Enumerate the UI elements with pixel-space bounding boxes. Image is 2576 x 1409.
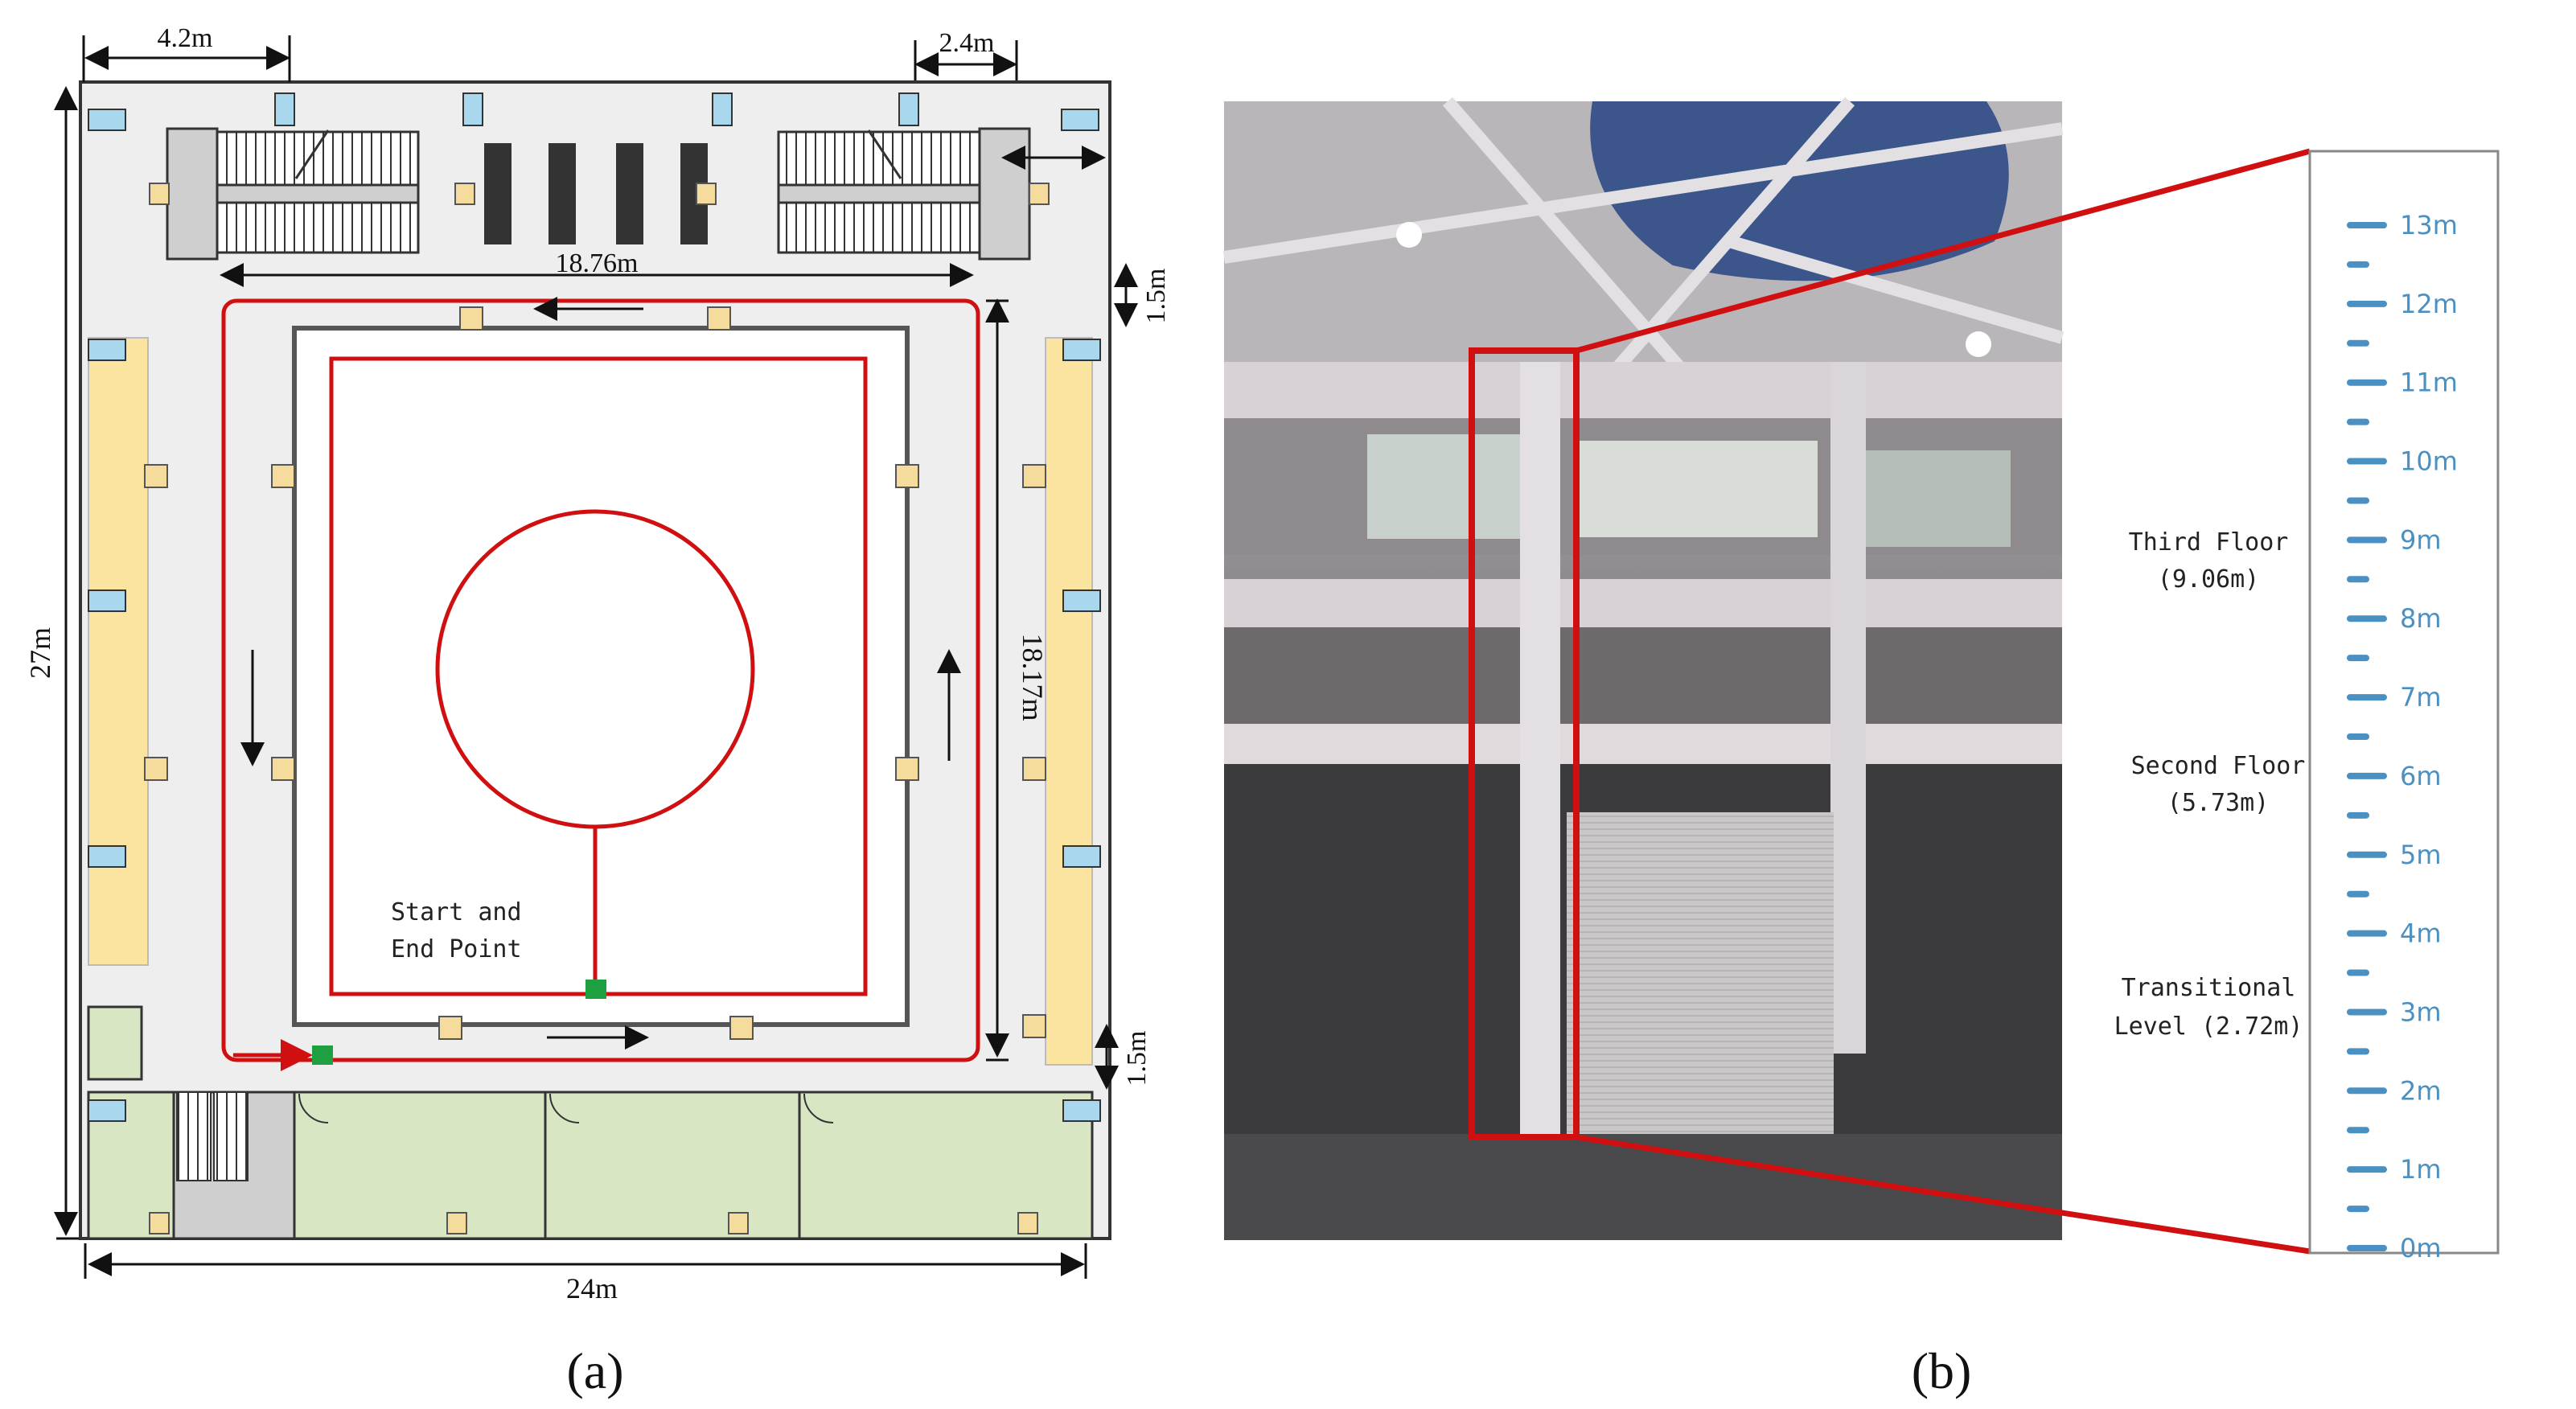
column-2 xyxy=(1830,362,1866,1054)
dim-total-width: 24m xyxy=(566,1272,618,1304)
minor-tick xyxy=(2347,890,2369,898)
minor-tick xyxy=(2347,497,2369,504)
column-1 xyxy=(1520,362,1560,1134)
dim-total-height: 27m xyxy=(24,627,56,679)
dim-corridor-bottom: 1.5m xyxy=(1122,1031,1152,1087)
tick-label: 7m xyxy=(2400,682,2442,713)
tick-label: 2m xyxy=(2400,1075,2442,1106)
major-tick xyxy=(2347,1245,2387,1251)
ceiling-dome xyxy=(1590,101,2009,281)
tick-group: 13m 12m 11m 10m 9m 8m 7m 6m 5m 4m 3m 2m 1m 0m xyxy=(2347,210,2458,1263)
minor-tick xyxy=(2347,261,2369,268)
highlight-box xyxy=(1469,347,1580,1140)
dim-inner-width: 18.76m xyxy=(556,249,639,278)
elevator-3 xyxy=(616,143,643,244)
level-third-value: (9.06m) xyxy=(2158,565,2259,594)
zoom-line-bottom xyxy=(1576,1134,2311,1255)
dim-inner-height: 18.17m xyxy=(1017,633,1049,721)
major-tick xyxy=(2347,851,2387,858)
major-tick xyxy=(2347,222,2387,228)
photo-floor xyxy=(1224,1134,2062,1240)
start-label-line2: End Point xyxy=(391,935,522,963)
major-tick xyxy=(2347,458,2387,465)
major-tick xyxy=(2347,694,2387,701)
minor-tick xyxy=(2347,1127,2369,1134)
start-marker-inner xyxy=(585,980,606,999)
blue-markers xyxy=(88,92,1101,1122)
stair-top-left xyxy=(166,127,420,261)
minor-tick xyxy=(2347,655,2369,662)
major-tick xyxy=(2347,300,2387,307)
start-label-line1: Start and xyxy=(391,898,522,926)
minor-tick xyxy=(2347,733,2369,740)
atrium-photo xyxy=(1222,97,2311,1255)
major-tick xyxy=(2347,772,2387,779)
direction-arrows xyxy=(240,297,961,1050)
light-1 xyxy=(1396,222,1422,248)
tick-label: 0m xyxy=(2400,1233,2442,1263)
tick-label: 5m xyxy=(2400,840,2442,870)
tick-label: 8m xyxy=(2400,603,2442,634)
panel-label-a: (a) xyxy=(566,1342,623,1399)
tick-label: 11m xyxy=(2400,368,2458,398)
light-2 xyxy=(1966,331,1991,357)
level-transitional-value: Level (2.72m) xyxy=(2114,1013,2303,1041)
level-second-value: (5.73m) xyxy=(2167,789,2269,817)
slab-transitional xyxy=(1224,724,2062,764)
slab-third xyxy=(1224,362,2062,418)
major-tick xyxy=(2347,1008,2387,1016)
major-tick xyxy=(2347,536,2387,544)
minor-tick xyxy=(2347,418,2369,425)
minor-tick xyxy=(2347,1048,2369,1055)
dim-stair-offset-left: 4.2m xyxy=(158,23,213,53)
atrium-outline xyxy=(292,326,910,1027)
bottom-rooms xyxy=(87,1005,1094,1240)
height-scale: 13m 12m 11m 10m 9m 8m 7m 6m 5m 4m 3m 2m 1m 0m Third F… xyxy=(2114,150,2500,1263)
elevator-1 xyxy=(484,143,512,244)
dimension-lines xyxy=(54,35,1138,1279)
major-tick xyxy=(2347,1166,2387,1173)
minor-tick xyxy=(2347,339,2369,347)
zoom-line-top xyxy=(1576,148,2311,354)
tick-label: 9m xyxy=(2400,524,2442,555)
minor-tick xyxy=(2347,811,2369,819)
stair-top-right xyxy=(777,127,1031,261)
tick-label: 13m xyxy=(2400,210,2458,240)
outer-loop-path xyxy=(221,298,980,1062)
tick-label: 6m xyxy=(2400,761,2442,791)
tick-label: 1m xyxy=(2400,1154,2442,1185)
tick-label: 3m xyxy=(2400,996,2442,1027)
yellow-zone-right xyxy=(1045,337,1093,1066)
minor-tick xyxy=(2347,1206,2369,1213)
dim-corridor-top: 1.5m xyxy=(1141,269,1171,324)
tick-label: 4m xyxy=(2400,918,2442,949)
major-tick xyxy=(2347,1087,2387,1095)
slab-second xyxy=(1224,579,2062,627)
dim-stair-offset-right: 2.4m xyxy=(939,28,995,58)
start-marker-outer xyxy=(312,1045,333,1065)
level-second-name: Second Floor xyxy=(2131,752,2306,780)
scale-box xyxy=(2308,150,2500,1255)
elevator-2 xyxy=(548,143,576,244)
panel-label-b: (b) xyxy=(1912,1342,1972,1399)
tan-markers xyxy=(144,183,1050,1234)
level-transitional-name: Transitional xyxy=(2122,974,2296,1002)
major-tick xyxy=(2347,930,2387,937)
major-tick xyxy=(2347,379,2387,386)
minor-tick xyxy=(2347,576,2369,583)
tick-label: 12m xyxy=(2400,289,2458,319)
minor-tick xyxy=(2347,969,2369,976)
shutter-door xyxy=(1567,812,1834,1134)
floor-plan: Start and End Point 4.2m 2.4m 18.76m xyxy=(24,23,1171,1304)
major-tick xyxy=(2347,615,2387,622)
tick-label: 10m xyxy=(2400,446,2458,477)
yellow-zone-left xyxy=(88,337,149,966)
level-third-name: Third Floor xyxy=(2129,528,2289,557)
